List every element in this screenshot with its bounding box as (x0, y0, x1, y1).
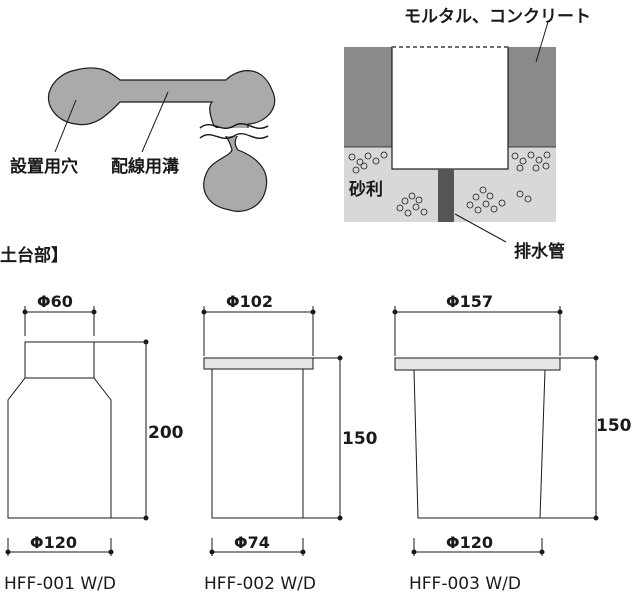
drain-leader-line (454, 213, 507, 243)
product-1-model: HFF-001 W/D (4, 574, 116, 594)
cross-section: モルタル、コンクリート 砂利 排水管 (344, 7, 591, 262)
product-2-top-dim: Φ102 (226, 292, 273, 311)
product-2-model: HFF-002 W/D (204, 574, 316, 594)
concrete-left (344, 47, 392, 147)
mortar-leader-line (535, 21, 549, 63)
product-2-bottom-dim: Φ74 (234, 533, 270, 552)
product-2-flange (203, 357, 314, 370)
label-mounting-hole: 設置用穴 (10, 156, 78, 177)
drain-pipe (438, 169, 454, 222)
product-3-model: HFF-003 W/D (409, 574, 521, 594)
label-mortar-concrete: モルタル、コンクリート (404, 7, 591, 27)
product-3-flange (394, 357, 561, 371)
hole-groove-shape (47, 67, 276, 212)
gravel-stones (348, 151, 551, 217)
wave-break (199, 123, 269, 139)
concrete-right (508, 47, 556, 147)
product-3-top-dim: Φ157 (446, 292, 493, 311)
product-2-height: 150 (342, 429, 378, 449)
product-hff-002: Φ102 150 Φ74 HFF-002 W/D (201, 292, 378, 594)
groove-leader-line (141, 91, 169, 153)
product-2-body (211, 368, 304, 519)
product-1-bottom-dim: Φ120 (30, 533, 77, 552)
label-drain-pipe: 排水管 (514, 241, 565, 262)
label-wiring-groove: 配線用溝 (111, 156, 179, 177)
product-hff-001: Φ60 200 Φ120 HFF-001 W/D (4, 292, 184, 594)
base-part-in-ground (391, 46, 509, 170)
product-3-bottom-dim: Φ120 (446, 533, 493, 552)
section-title: 土台部】 (0, 245, 68, 266)
mounting-hole-plan: 設置用穴 配線用溝 (10, 67, 276, 212)
product-1-top-dim: Φ60 (37, 292, 73, 311)
product-1-body (7, 377, 112, 519)
product-1-height: 200 (148, 423, 184, 443)
product-3-body (413, 369, 546, 519)
label-gravel: 砂利 (349, 179, 383, 200)
product-hff-003: Φ157 150 Φ120 HFF-003 W/D (392, 292, 632, 594)
hole-leader-line (54, 99, 77, 153)
product-3-height: 150 (596, 416, 632, 436)
product-1-neck (24, 341, 95, 379)
